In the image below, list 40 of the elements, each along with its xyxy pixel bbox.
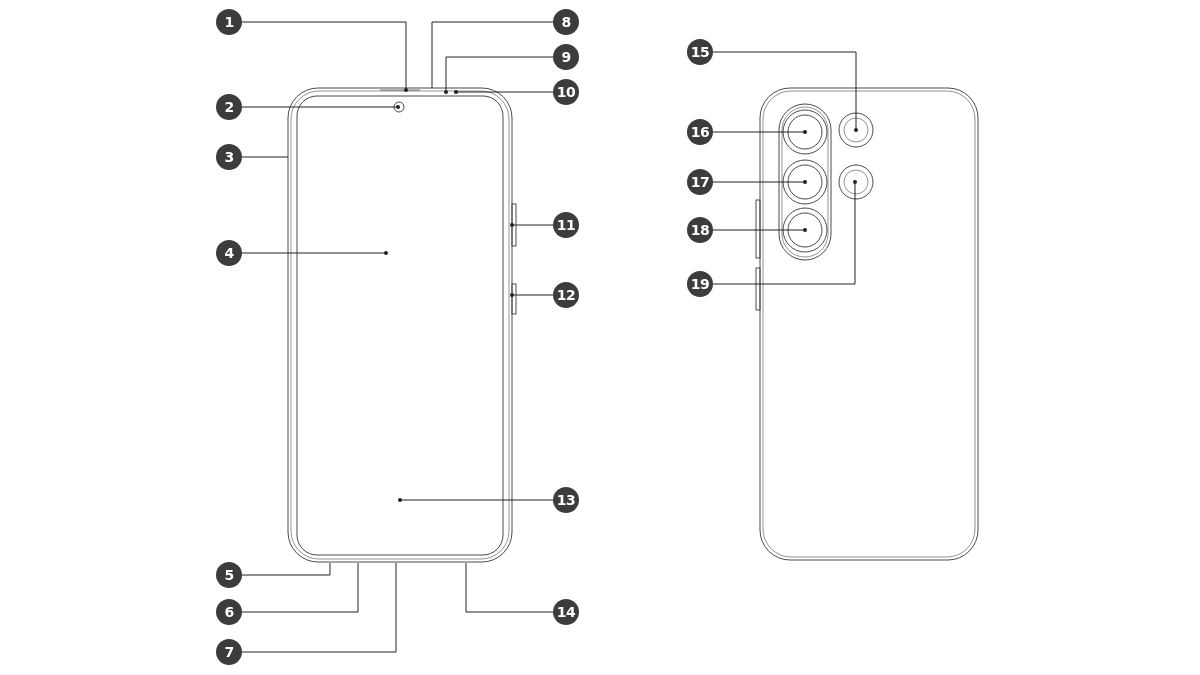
callout-number: 7	[216, 639, 242, 665]
callout-number: 13	[553, 487, 579, 513]
leader-line	[454, 90, 554, 94]
phone-back-drawing	[755, 87, 979, 561]
leader-line	[241, 562, 397, 653]
callout-number: 15	[687, 39, 713, 65]
callout-number: 2	[216, 94, 242, 120]
leader-line	[241, 156, 289, 158]
leader-line	[510, 223, 554, 227]
leader-line	[241, 251, 388, 255]
callout-number: 9	[553, 44, 579, 70]
phone-front-drawing	[287, 87, 517, 563]
leader-line	[712, 180, 857, 285]
leader-line	[431, 21, 554, 89]
callout-number: 17	[687, 169, 713, 195]
leader-line	[510, 293, 554, 297]
leader-line	[712, 228, 807, 232]
callout-number: 8	[553, 9, 579, 35]
leader-line	[465, 562, 554, 613]
leader-line	[712, 130, 807, 134]
leader-line	[241, 562, 359, 613]
callout-number: 16	[687, 119, 713, 145]
leader-line	[444, 56, 554, 94]
callout-number: 18	[687, 217, 713, 243]
leader-line	[241, 105, 400, 109]
callout-number: 1	[216, 9, 242, 35]
callout-number: 19	[687, 271, 713, 297]
callout-number: 11	[553, 212, 579, 238]
callout-number: 5	[216, 562, 242, 588]
callout-number: 3	[216, 144, 242, 170]
leader-line	[241, 562, 331, 576]
leader-line	[712, 180, 807, 184]
callout-number: 6	[216, 599, 242, 625]
leader-line	[712, 51, 858, 132]
leader-line	[398, 498, 554, 502]
callout-number: 14	[553, 599, 579, 625]
callout-number: 12	[553, 282, 579, 308]
callout-number: 4	[216, 240, 242, 266]
callout-number: 10	[553, 79, 579, 105]
leader-line	[241, 21, 408, 92]
